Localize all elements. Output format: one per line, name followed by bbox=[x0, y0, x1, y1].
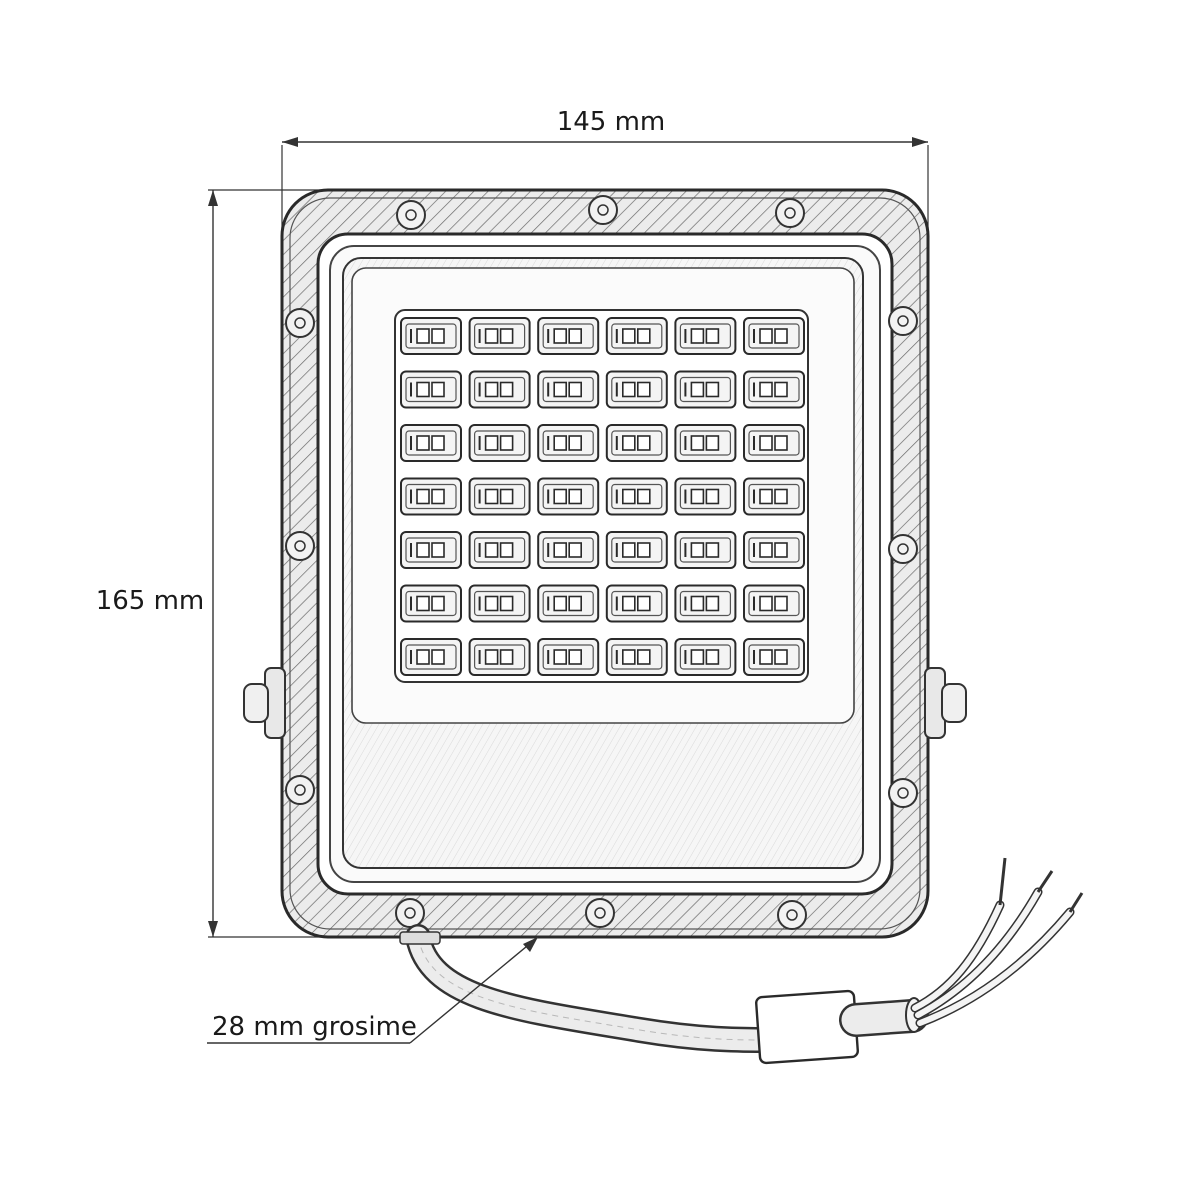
led-chip bbox=[605, 477, 668, 516]
width-label: 145 mm bbox=[557, 107, 666, 137]
led-chip bbox=[743, 370, 805, 409]
screw-icon bbox=[395, 898, 425, 928]
thickness-label: 28 mm grosime bbox=[212, 1012, 417, 1042]
power-cable bbox=[399, 857, 1084, 1065]
led-chip bbox=[743, 638, 805, 676]
led-chip bbox=[400, 317, 462, 355]
left-mount-knob bbox=[243, 667, 286, 739]
screw-icon bbox=[285, 775, 315, 805]
led-chip bbox=[400, 531, 462, 569]
frame-screws bbox=[285, 195, 918, 930]
height-label: 165 mm bbox=[96, 586, 205, 616]
led-chip bbox=[400, 477, 462, 516]
led-chip bbox=[537, 638, 600, 676]
led-chip bbox=[400, 370, 462, 409]
led-chip bbox=[400, 638, 462, 676]
led-chip bbox=[605, 370, 668, 409]
led-chip bbox=[605, 638, 668, 676]
led-chip bbox=[468, 317, 531, 355]
led-chip bbox=[400, 424, 462, 462]
led-chip bbox=[743, 424, 805, 462]
led-chip bbox=[743, 477, 805, 516]
led-chip bbox=[537, 424, 600, 462]
height-dimension: 165 mm bbox=[96, 189, 405, 938]
led-grid bbox=[400, 317, 805, 676]
screw-icon bbox=[285, 531, 315, 561]
screw-icon bbox=[888, 534, 918, 564]
screw-icon bbox=[777, 900, 807, 930]
screw-icon bbox=[585, 898, 615, 928]
led-chip bbox=[537, 477, 600, 516]
led-chip bbox=[468, 477, 531, 516]
right-mount-knob bbox=[924, 667, 967, 739]
led-chip bbox=[468, 584, 531, 623]
led-chip bbox=[674, 638, 737, 676]
led-chip bbox=[674, 424, 737, 462]
led-chip bbox=[537, 531, 600, 569]
screw-icon bbox=[888, 778, 918, 808]
screw-icon bbox=[285, 308, 315, 338]
led-chip bbox=[605, 317, 668, 355]
led-chip bbox=[468, 424, 531, 462]
led-chip bbox=[674, 317, 737, 355]
led-chip bbox=[537, 370, 600, 409]
led-chip bbox=[537, 584, 600, 623]
led-chip bbox=[605, 531, 668, 569]
screw-icon bbox=[588, 195, 618, 225]
led-module bbox=[394, 309, 809, 683]
screw-icon bbox=[775, 198, 805, 228]
led-chip bbox=[468, 638, 531, 676]
led-chip bbox=[743, 584, 805, 623]
thickness-callout: 28 mm grosime bbox=[207, 936, 539, 1044]
led-chip bbox=[743, 531, 805, 569]
led-chip bbox=[674, 584, 737, 623]
led-chip bbox=[605, 584, 668, 623]
led-chip bbox=[468, 531, 531, 569]
led-chip bbox=[468, 370, 531, 409]
led-chip bbox=[537, 317, 600, 355]
led-chip bbox=[674, 531, 737, 569]
screw-icon bbox=[396, 200, 426, 230]
led-chip bbox=[605, 424, 668, 462]
led-chip bbox=[674, 370, 737, 409]
width-dimension: 145 mm bbox=[281, 107, 929, 270]
led-chip bbox=[400, 584, 462, 623]
led-chip bbox=[674, 477, 737, 516]
screw-icon bbox=[888, 306, 918, 336]
led-chip bbox=[743, 317, 805, 355]
